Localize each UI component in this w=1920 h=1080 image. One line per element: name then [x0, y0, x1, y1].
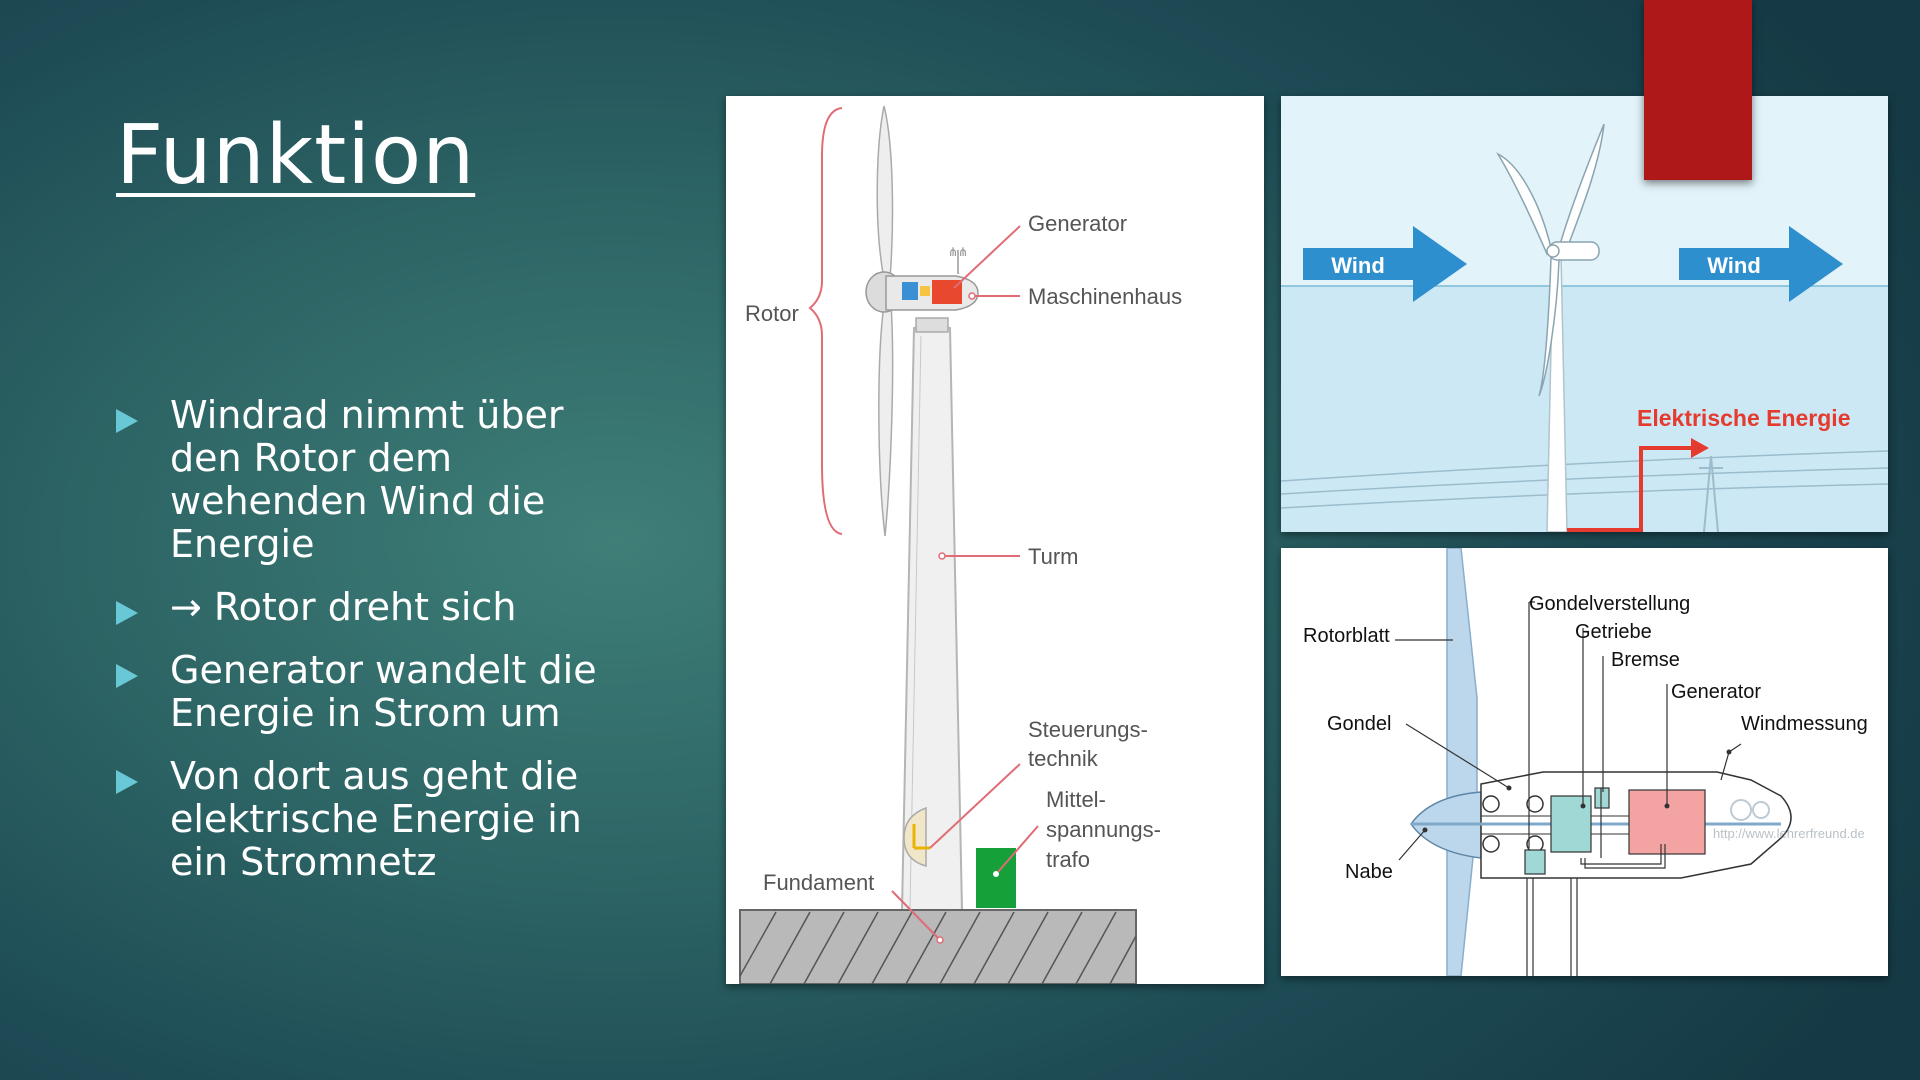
nacelle-part: [902, 282, 918, 300]
accent-bar: [1644, 0, 1752, 180]
bullet-text: → Rotor dreht sich: [170, 585, 517, 629]
energy-flow-diagram: Wind Wind Elektrische Energie: [1281, 96, 1888, 532]
turbine-blade: [1538, 257, 1560, 397]
triangle-bullet-icon: [116, 664, 138, 688]
rotor-blade: [1446, 548, 1478, 976]
turbine-blade: [1496, 152, 1552, 256]
bullet-list: Windrad nimmt über den Rotor dem wehende…: [116, 394, 636, 904]
blade-bottom: [878, 303, 894, 537]
wind-label-left: Wind: [1331, 253, 1385, 278]
bullet-text: Von dort aus geht die elektrische Energi…: [170, 754, 582, 884]
triangle-bullet-icon: [116, 601, 138, 625]
label-gondola: Gondel: [1327, 713, 1392, 735]
svg-text:⋔⋔: ⋔⋔: [948, 245, 968, 259]
electric-path: [1567, 446, 1693, 532]
label-rotor: Rotor: [745, 301, 799, 326]
turbine-blade: [1558, 123, 1605, 256]
wind-arrow-left: Wind: [1303, 226, 1467, 302]
gear-icon: [1752, 801, 1770, 819]
foundation: [739, 909, 1137, 984]
slide-title: Funktion: [116, 108, 476, 203]
label-foundation: Fundament: [763, 870, 874, 895]
gearbox: [1550, 795, 1592, 853]
label-yaw: Gondelverstellung: [1529, 593, 1690, 615]
label-generator: Generator: [1671, 681, 1761, 703]
bullet-item: Von dort aus geht die elektrische Energi…: [116, 755, 636, 884]
label-nacelle: Maschinenhaus: [1028, 284, 1182, 309]
bullet-text: Generator wandelt die Energie in Strom u…: [170, 648, 597, 735]
bullet-item: Windrad nimmt über den Rotor dem wehende…: [116, 394, 636, 566]
blade-top: [876, 105, 894, 280]
label-rotor-blade: Rotorblatt: [1303, 625, 1390, 647]
label-trafo-2: spannungs-: [1046, 817, 1161, 842]
watermark-text: http://www.lehrerfreund.de: [1713, 826, 1865, 841]
bullet-item: Generator wandelt die Energie in Strom u…: [116, 649, 636, 735]
label-brake: Bremse: [1611, 649, 1680, 671]
rotor-brace: [808, 107, 843, 535]
bullet-item: → Rotor dreht sich: [116, 586, 636, 629]
label-wind-measure: Windmessung: [1741, 713, 1868, 735]
label-gearbox: Getriebe: [1575, 621, 1652, 643]
label-tower: Turm: [1028, 544, 1079, 569]
label-trafo-3: trafo: [1046, 847, 1090, 872]
label-control-2: technik: [1028, 746, 1099, 771]
label-hub: Nabe: [1345, 861, 1393, 883]
wind-arrow-right: Wind: [1679, 226, 1843, 302]
label-generator: Generator: [1028, 211, 1127, 236]
bullet-text: Windrad nimmt über den Rotor dem wehende…: [170, 393, 564, 566]
label-trafo-1: Mittel-: [1046, 787, 1106, 812]
label-control-1: Steuerungs-: [1028, 717, 1148, 742]
brake: [1594, 787, 1610, 809]
triangle-bullet-icon: [116, 770, 138, 794]
turbine-diagram: Rotor ⋔⋔ Generator Maschinenhaus Turm St…: [726, 96, 1264, 984]
electric-energy-label: Elektrische Energie: [1637, 405, 1851, 431]
gear-icon: [1730, 799, 1752, 821]
triangle-bullet-icon: [116, 409, 138, 433]
yaw-drive: [1524, 849, 1546, 875]
nacelle-diagram: Rotorblatt Gondelverstellung Getriebe Br…: [1281, 548, 1888, 976]
nacelle-part: [920, 286, 930, 296]
watermark: http://www.lehrerfreund.de: [1713, 799, 1865, 841]
wind-label-right: Wind: [1707, 253, 1761, 278]
